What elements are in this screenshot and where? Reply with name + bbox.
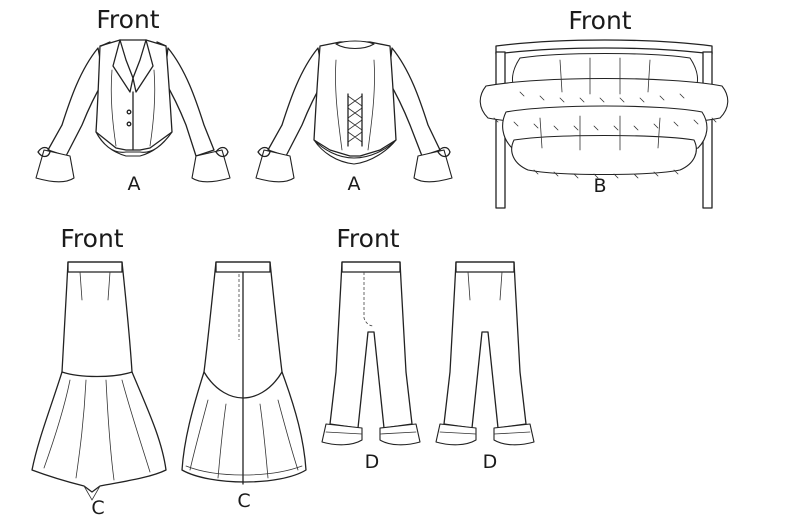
label-bustle: B [593, 175, 606, 197]
jacket-front-view [35, 39, 231, 183]
skirt-front-view [31, 261, 167, 501]
heading-front-pants: Front [336, 224, 399, 253]
pants-front-view [321, 261, 421, 446]
bustle-view [479, 39, 729, 209]
label-pants-front: D [365, 451, 380, 473]
label-pants-back: D [483, 451, 498, 473]
label-jacket-back: A [348, 173, 361, 195]
jacket-back-view [255, 40, 453, 183]
heading-front-skirts: Front [60, 224, 123, 253]
label-skirt-back: C [237, 490, 250, 512]
heading-front-bustle: Front [568, 6, 631, 35]
label-jacket-front: A [128, 173, 141, 195]
pants-back-view [435, 261, 535, 446]
label-skirt-front: C [91, 497, 104, 519]
heading-front-jackets: Front [96, 5, 159, 34]
skirt-back-view [181, 261, 307, 485]
